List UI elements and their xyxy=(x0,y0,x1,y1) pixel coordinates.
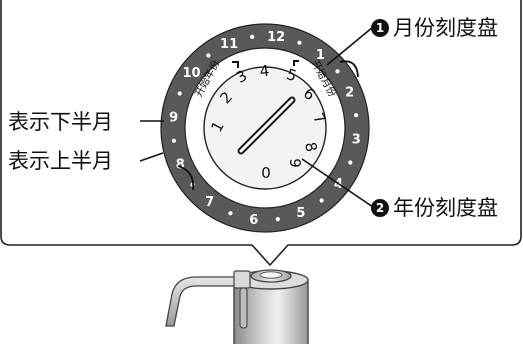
month-number: 5 xyxy=(296,206,305,221)
year-dial-leader xyxy=(301,158,374,208)
month-number: 9 xyxy=(169,110,178,125)
indicator-line-highlight xyxy=(239,98,294,153)
half-month-dot xyxy=(275,217,280,222)
half-month-dot xyxy=(335,69,340,74)
half-month-dots xyxy=(171,34,359,222)
month-number: 1 xyxy=(316,48,325,63)
year-number: 4 xyxy=(259,62,270,81)
marker-2-number: 2 xyxy=(376,201,384,215)
start-year-bracket xyxy=(232,61,239,68)
marker-1-number: 1 xyxy=(376,21,384,35)
upper-half-arc xyxy=(177,165,195,191)
month-number: 2 xyxy=(345,86,354,101)
marker-2-badge xyxy=(371,199,389,217)
year-number: 0 xyxy=(261,164,271,182)
start-month-bracket xyxy=(293,60,299,66)
month-number: 8 xyxy=(176,157,185,172)
month-number: 11 xyxy=(220,37,238,52)
month-half-arc xyxy=(339,60,359,78)
lower-half-label: 表示下半月 xyxy=(8,110,113,134)
half-month-dot xyxy=(250,34,255,40)
month-number: 6 xyxy=(249,213,258,228)
month-number: 12 xyxy=(267,30,285,45)
faucet-spout xyxy=(165,276,241,327)
faucet-dial-center xyxy=(259,271,283,279)
month-number: 7 xyxy=(205,195,214,210)
half-month-dot xyxy=(206,53,211,58)
month-dial-label: 月份刻度盘 xyxy=(393,16,498,40)
half-month-dot xyxy=(319,198,324,203)
upper-half-leader xyxy=(139,152,164,162)
half-month-dot xyxy=(228,211,233,216)
faucet-lever xyxy=(239,287,248,329)
year-number: 8 xyxy=(301,140,321,153)
half-month-dot xyxy=(177,91,182,96)
month-number: 10 xyxy=(182,66,200,81)
year-dial-label: 年份刻度盘 xyxy=(393,196,498,220)
faucet-device xyxy=(165,269,309,344)
half-month-dot xyxy=(171,138,176,143)
faucet-spout-collar xyxy=(233,270,251,289)
half-month-dot xyxy=(348,160,353,165)
month-dial-leader xyxy=(326,26,374,66)
half-month-dot xyxy=(297,40,302,45)
half-month-dot xyxy=(354,113,359,118)
upper-half-label: 表示上半月 xyxy=(8,149,113,173)
marker-1-badge xyxy=(371,19,389,37)
year-number: 9 xyxy=(286,158,304,168)
month-number: 3 xyxy=(352,133,361,148)
